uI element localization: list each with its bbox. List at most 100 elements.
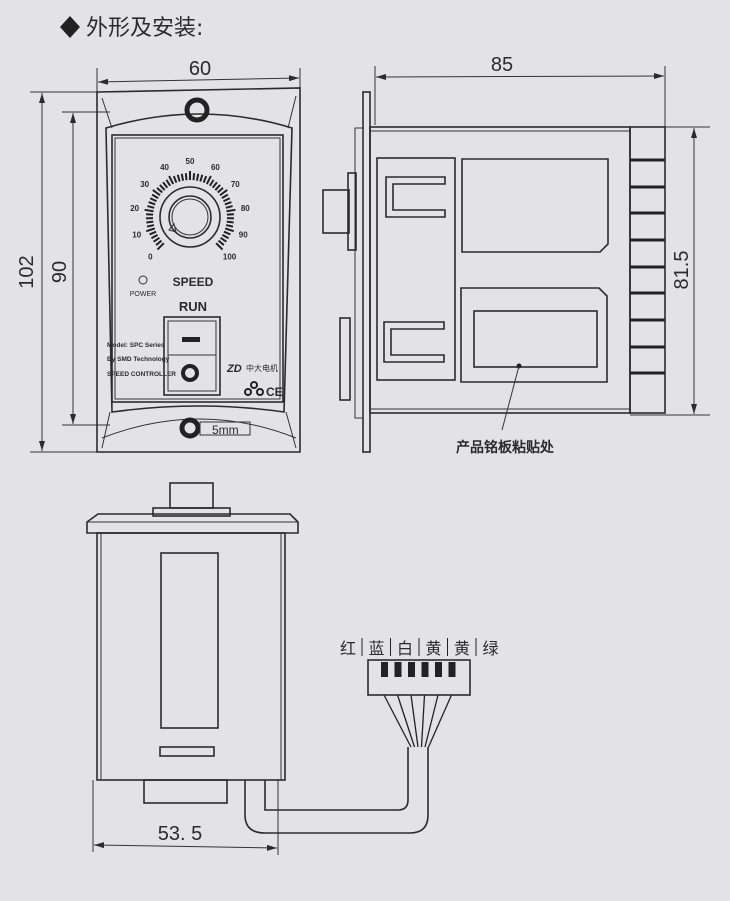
model-line: By SMD Technology (107, 356, 170, 363)
dial-tick (217, 239, 225, 246)
dial-tick (156, 242, 165, 251)
side-view: 85 81.5 产品铭板粘贴处 (322, 54, 710, 456)
wire (420, 694, 426, 748)
dim-line-53-5 (93, 842, 278, 851)
dial-tick (224, 201, 232, 206)
wire-color-label: 蓝 (368, 639, 384, 658)
dial-tick (145, 227, 156, 233)
cable (244, 747, 429, 834)
dial-tick (217, 187, 224, 194)
dial-tick (199, 174, 204, 182)
dial-label: 30 (140, 180, 149, 189)
dial-label: 70 (231, 180, 240, 189)
dial-label: 80 (241, 204, 250, 213)
dial-tick (155, 239, 163, 246)
dial-tick (211, 181, 218, 189)
dial-label: 40 (160, 163, 169, 172)
dial-label: 60 (211, 163, 220, 172)
connector-pin (448, 662, 456, 677)
dim-81-5: 81.5 (671, 251, 693, 290)
connector (367, 659, 471, 696)
dim-60: 60 (189, 58, 211, 80)
dial-tick (205, 175, 212, 185)
dim-line-60 (97, 75, 300, 85)
wire-color-label: 红 (340, 639, 356, 658)
dial-tick (215, 242, 224, 251)
dial-tick (223, 230, 231, 236)
dial-tick (219, 189, 228, 197)
wire (396, 694, 416, 748)
dial-tick (153, 236, 160, 243)
hole-size-label: 5mm (212, 423, 239, 437)
dial-tick (214, 184, 221, 191)
dial-tick (195, 173, 200, 181)
wire (383, 694, 412, 748)
dial-tick (220, 236, 227, 243)
top-mount-hole (184, 97, 210, 123)
dial-tick (180, 173, 185, 181)
wire-color-label: 黄 (425, 639, 441, 658)
run-switch[interactable] (163, 316, 221, 396)
wire (410, 694, 419, 748)
dial-tick (144, 208, 154, 213)
dial-tick (184, 173, 188, 181)
dim-85: 85 (491, 54, 513, 76)
dial-tick (150, 233, 159, 240)
dim-53-5: 53. 5 (158, 823, 202, 845)
dial-label: 50 (186, 157, 195, 166)
connector-pin (394, 662, 402, 677)
dial-tick (221, 193, 229, 200)
wire-color-label: 白 (397, 639, 413, 658)
bottom-view: 红蓝白黄黄绿 53. 5 (86, 482, 499, 855)
dial-tick (208, 179, 215, 187)
dial-tick (168, 175, 175, 185)
dial-tick (149, 197, 157, 203)
recycle-icon (244, 381, 264, 396)
connector-pin (408, 662, 415, 677)
wire-color-label: 黄 (454, 639, 470, 658)
run-label: RUN (179, 299, 207, 314)
dial-label: 90 (239, 230, 248, 239)
svg-text:中大电机: 中大电机 (246, 363, 278, 373)
dial-tick (146, 224, 155, 228)
pointer-triangle-icon (168, 222, 177, 233)
model-line: Model: SPC Series (107, 342, 165, 349)
on-bar-icon (182, 337, 200, 342)
model-line: SPEED CONTROLLER (107, 371, 176, 378)
dial-tick (156, 187, 163, 194)
dim-90: 90 (49, 261, 71, 283)
dial-label: 10 (132, 230, 141, 239)
dial-label: 0 (148, 253, 153, 262)
dial-tick (226, 208, 236, 213)
dial-tick (159, 184, 166, 191)
bottom-mount-hole (179, 417, 201, 439)
speed-label: SPEED (173, 275, 214, 289)
diamond-bullet-icon (60, 16, 80, 38)
dial-tick (225, 205, 233, 209)
brand-logo: ZD 中大电机 (226, 363, 278, 375)
dim-102: 102 (16, 255, 38, 288)
power-led (138, 275, 148, 285)
dial-label: 20 (130, 204, 139, 213)
dial-tick (192, 173, 196, 181)
dial-tick (225, 224, 234, 228)
off-circle-icon (181, 364, 199, 382)
dial-tick (162, 181, 169, 189)
dim-line-85 (375, 73, 665, 80)
connector-pins (381, 662, 456, 677)
dial-tick (147, 205, 155, 209)
wire-fan (383, 694, 453, 748)
nameplate-label: 产品铭板粘贴处 (456, 439, 555, 456)
svg-text:ZD: ZD (226, 363, 242, 375)
dial-tick (146, 220, 154, 224)
connector-pin (421, 662, 429, 677)
dial-tick (151, 193, 159, 200)
dial-tick (152, 189, 161, 197)
connector-pin (381, 662, 388, 677)
wire-color-labels: 红蓝白黄黄绿 (340, 638, 499, 658)
dial-tick (224, 227, 235, 233)
